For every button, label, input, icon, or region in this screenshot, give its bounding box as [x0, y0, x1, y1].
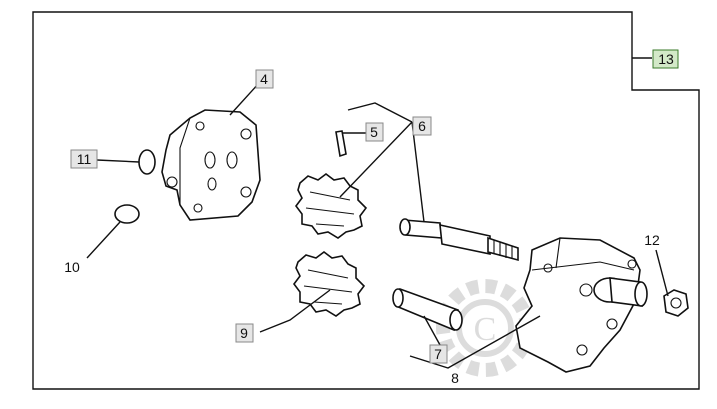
callout-4: 4 — [255, 69, 274, 89]
callout-7-label: 7 — [434, 346, 442, 362]
callout-8: 8 — [451, 370, 459, 386]
watermark-letter: C — [474, 311, 497, 348]
callout-13-label: 13 — [658, 51, 674, 67]
part-7-idler-shaft — [392, 287, 463, 332]
callout-8-label: 8 — [451, 370, 459, 386]
callout-12-label: 12 — [644, 232, 660, 248]
part-9-lower-gear — [293, 251, 366, 317]
callout-12: 12 — [644, 232, 660, 248]
part-12-hex-nut — [663, 289, 689, 317]
callout-10: 10 — [64, 259, 80, 275]
part-6-drive-shaft — [399, 218, 519, 262]
callout-11-label: 11 — [77, 151, 92, 167]
callout-7: 7 — [429, 344, 448, 364]
callout-6-label: 6 — [418, 118, 426, 134]
leader-lines — [86, 57, 669, 369]
callout-5-label: 5 — [370, 124, 378, 140]
callout-5: 5 — [365, 122, 384, 142]
callout-9-label: 9 — [240, 325, 248, 341]
callout-11: 11 — [70, 149, 98, 169]
callout-4-label: 4 — [260, 71, 268, 87]
part-5-pin — [335, 130, 347, 158]
callout-13: 13 — [652, 49, 679, 69]
part-6-upper-gear — [295, 173, 368, 239]
part-4-cover-plate — [161, 109, 261, 221]
callout-9: 9 — [235, 323, 254, 343]
part-8-pump-housing — [515, 237, 648, 373]
callout-10-label: 10 — [64, 259, 80, 275]
assembly-frame — [32, 11, 700, 390]
callout-6: 6 — [412, 116, 432, 136]
part-10-washer — [114, 204, 140, 224]
part-11-o-ring — [138, 149, 156, 175]
